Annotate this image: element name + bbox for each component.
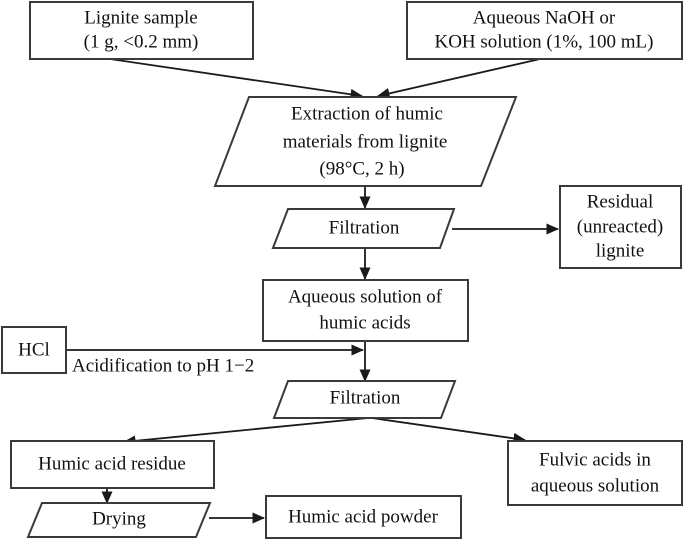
lignite-sample-box <box>29 1 254 60</box>
edge-lignite-to-extraction <box>109 58 363 100</box>
alkali-line2: KOH solution (1%, 100 mL) <box>434 31 653 52</box>
humic-acid-powder-label: Humic acid powder <box>288 506 439 527</box>
node-residual-lignite[interactable]: Residual (unreacted) lignite <box>559 185 682 269</box>
node-humic-acid-residue[interactable]: Humic acid residue <box>10 440 215 489</box>
alkali-line1: Aqueous NaOH or <box>473 7 616 28</box>
node-drying[interactable]: Drying <box>26 502 212 538</box>
aqueous-line1: Aqueous solution of <box>288 286 443 307</box>
extraction-line2: materials from lignite <box>283 131 448 152</box>
fulvic-acids-box <box>507 440 683 506</box>
residual-line3: lignite <box>596 240 645 261</box>
extraction-line3: (98°C, 2 h) <box>319 158 404 179</box>
residual-lignite-box <box>559 185 682 269</box>
filtration-2-label: Filtration <box>330 387 401 408</box>
node-filtration-2[interactable]: Filtration <box>272 380 457 419</box>
drying-label: Drying <box>92 508 146 529</box>
edge-filtration2-to-humic-residue <box>122 417 369 447</box>
node-extraction[interactable]: Extraction of humic materials from ligni… <box>213 96 518 187</box>
humic-acid-residue-label: Humic acid residue <box>38 453 186 474</box>
humic-acid-residue-box <box>10 440 215 489</box>
residual-line1: Residual <box>587 191 654 212</box>
aqueous-humic-acids-box <box>262 279 469 342</box>
node-humic-acid-powder[interactable]: Humic acid powder <box>265 495 462 539</box>
aqueous-line2: humic acids <box>319 312 410 333</box>
node-fulvic-acids[interactable]: Fulvic acids in aqueous solution <box>507 440 683 506</box>
lignite-sample-line1: Lignite sample <box>84 7 197 28</box>
hcl-box <box>1 326 67 374</box>
fulvic-line1: Fulvic acids in <box>539 449 651 470</box>
fulvic-line2: aqueous solution <box>531 475 660 496</box>
residual-line2: (unreacted) <box>577 216 664 237</box>
humic-acid-powder-box <box>265 495 462 539</box>
node-alkali-solution[interactable]: Aqueous NaOH or KOH solution (1%, 100 mL… <box>406 1 683 60</box>
edge-alkali-to-extraction <box>377 58 541 99</box>
extraction-line1: Extraction of humic <box>291 103 443 124</box>
filtration-1-label: Filtration <box>329 217 400 238</box>
edge-filtration2-to-fulvic <box>371 417 526 444</box>
node-aqueous-humic-acids[interactable]: Aqueous solution of humic acids <box>262 279 469 342</box>
filtration-2-shape <box>272 380 457 419</box>
node-lignite-sample[interactable]: Lignite sample (1 g, <0.2 mm) <box>29 1 254 60</box>
node-filtration-1[interactable]: Filtration <box>271 208 456 249</box>
hcl-label: HCl <box>18 339 50 360</box>
drying-shape <box>26 502 212 538</box>
lignite-sample-line2: (1 g, <0.2 mm) <box>84 31 199 52</box>
extraction-shape <box>213 96 518 187</box>
node-hcl[interactable]: HCl <box>1 326 67 374</box>
filtration-1-shape <box>271 208 456 249</box>
acidification-label: Acidification to pH 1−2 <box>72 355 254 376</box>
alkali-solution-box <box>406 1 683 60</box>
